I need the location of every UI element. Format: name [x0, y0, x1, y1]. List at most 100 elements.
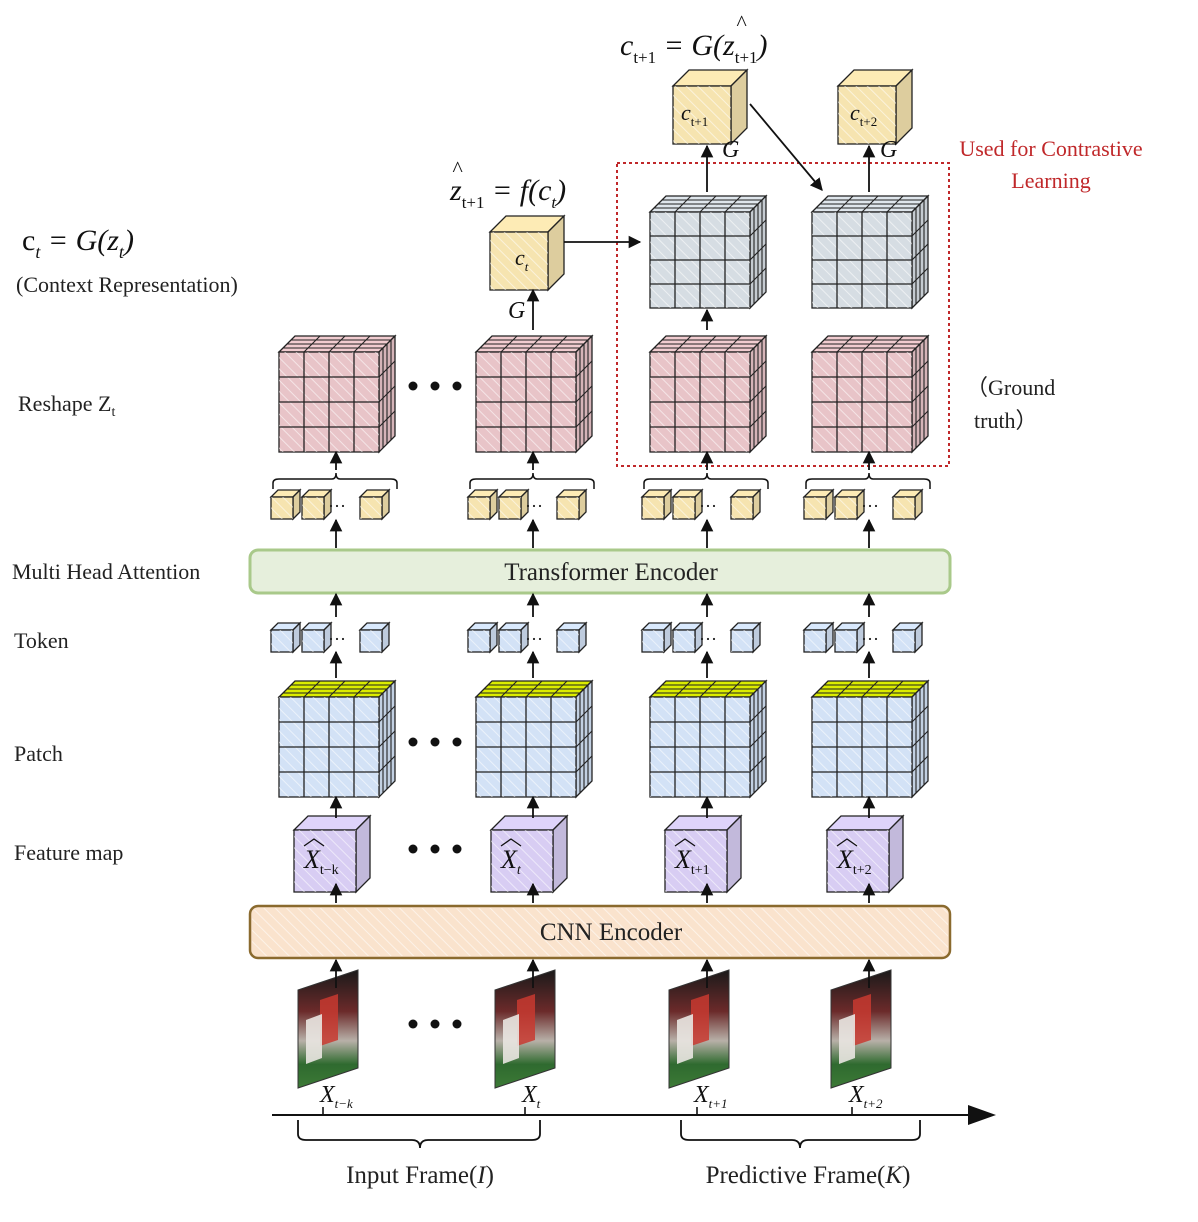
feature-map-cube-2: [663, 814, 743, 894]
input-token-3-a: [802, 621, 835, 654]
output-token-3-b: [833, 488, 866, 521]
input-token-1-b: [497, 621, 530, 654]
feature-label-3: Xt+2: [836, 845, 872, 878]
label-feature-map: Feature map: [14, 840, 123, 865]
contrastive-box: [616, 162, 950, 467]
g-label-ct: G: [508, 298, 525, 324]
label-token: Token: [14, 628, 69, 653]
feature-label-1: Xt: [500, 845, 522, 878]
label-reshape: Reshape Zt: [18, 391, 115, 420]
bracket-input-label: Input Frame(I): [346, 1162, 494, 1189]
input-token-1-a: [466, 621, 499, 654]
output-token-ellipsis-3: ···: [861, 496, 879, 516]
bracket-predictive-label: Predictive Frame(K): [706, 1162, 911, 1189]
input-token-1-c: [555, 621, 588, 654]
input-token-3-b: [833, 621, 866, 654]
context-cube-ct1: [671, 68, 749, 146]
feature-map-cube-3: [825, 814, 905, 894]
feature-hat-0: [303, 838, 325, 847]
token-bracket-0: [272, 472, 398, 489]
context-caption: (Context Representation): [16, 272, 238, 297]
timeline-label-2: Xt+1: [693, 1082, 728, 1111]
column-ellipsis-3: [408, 1019, 462, 1029]
output-token-3-c: [891, 488, 924, 521]
label-attention: Multi Head Attention: [12, 559, 200, 584]
formula-c-next-hat: ^: [736, 10, 747, 35]
output-token-3-a: [802, 488, 835, 521]
video-frame-3: [830, 969, 892, 1089]
column-ellipsis-0: [408, 381, 462, 391]
g-label-ct2: G: [880, 137, 897, 163]
contrastive-line-1: Used for Contrastive: [959, 136, 1142, 161]
predicted-grid-1: [810, 194, 930, 310]
output-token-1-c: [555, 488, 588, 521]
reshape-grid-0: [277, 334, 397, 454]
video-frame-2: [668, 969, 730, 1089]
reshape-grid-2: [648, 334, 768, 454]
token-bracket-3: [805, 472, 931, 489]
patch-grid-0: [277, 679, 397, 799]
transformer-encoder-label: Transformer Encoder: [504, 559, 718, 586]
output-token-0-c: [358, 488, 391, 521]
input-token-0-b: [300, 621, 333, 654]
feature-label-0: Xt−k: [303, 845, 339, 878]
context-cube-ct2: [836, 68, 914, 146]
timeline-label-3: Xt+2: [848, 1082, 883, 1111]
feature-hat-2: [674, 838, 696, 847]
feature-hat-3: [836, 838, 858, 847]
formula-z-hat-mark: ^: [452, 156, 463, 181]
patch-grid-2: [648, 679, 768, 799]
context-cube-ct: [488, 214, 566, 292]
input-token-ellipsis-3: ···: [861, 629, 879, 649]
ground-truth-line-1: （Ground: [966, 375, 1055, 400]
formula-c-next: ct+1 = G(zt+1): [620, 29, 768, 67]
output-token-ellipsis-1: ···: [525, 496, 543, 516]
input-token-3-c: [891, 621, 924, 654]
column-ellipsis-1: [408, 737, 462, 747]
timeline-label-0: Xt−k: [319, 1082, 353, 1111]
output-token-0-a: [269, 488, 302, 521]
input-token-2-a: [640, 621, 673, 654]
output-token-0-b: [300, 488, 333, 521]
bracket-input: [297, 1120, 541, 1149]
label-patch: Patch: [14, 741, 63, 766]
context-formula: ct = G(zt): [22, 224, 134, 262]
formula-z-hat: zt+1 = f(ct): [449, 174, 566, 212]
output-token-2-c: [729, 488, 762, 521]
transformer-encoder-block: [248, 548, 952, 595]
timeline-label-1: Xt: [521, 1082, 541, 1111]
bracket-predictive: [680, 1120, 921, 1149]
output-token-2-b: [671, 488, 704, 521]
feature-map-cube-1: [489, 814, 569, 894]
timeline-arrowhead: [968, 1105, 996, 1125]
video-frame-1: [494, 969, 556, 1089]
input-token-0-a: [269, 621, 302, 654]
input-token-2-b: [671, 621, 704, 654]
input-token-ellipsis-1: ···: [525, 629, 543, 649]
predicted-grid-0: [648, 194, 768, 310]
token-bracket-2: [643, 472, 769, 489]
reshape-grid-3: [810, 334, 930, 454]
contrastive-line-2: Learning: [1011, 168, 1090, 193]
output-token-2-a: [640, 488, 673, 521]
token-bracket-1: [469, 472, 595, 489]
feature-hat-1: [500, 838, 522, 847]
video-frame-0: [297, 969, 359, 1089]
g-label-ct1: G: [722, 137, 739, 163]
output-token-1-b: [497, 488, 530, 521]
reshape-grid-1: [474, 334, 594, 454]
input-token-ellipsis-2: ···: [699, 629, 717, 649]
input-token-ellipsis-0: ···: [328, 629, 346, 649]
feature-map-cube-0: [292, 814, 372, 894]
output-token-1-a: [466, 488, 499, 521]
arrow-ct1-to-next: [749, 103, 823, 191]
output-token-ellipsis-0: ···: [328, 496, 346, 516]
feature-label-2: Xt+1: [674, 845, 710, 878]
ground-truth-line-2: truth）: [974, 408, 1038, 433]
input-token-2-c: [729, 621, 762, 654]
patch-grid-3: [810, 679, 930, 799]
column-ellipsis-2: [408, 844, 462, 854]
patch-grid-1: [474, 679, 594, 799]
output-token-ellipsis-2: ···: [699, 496, 717, 516]
